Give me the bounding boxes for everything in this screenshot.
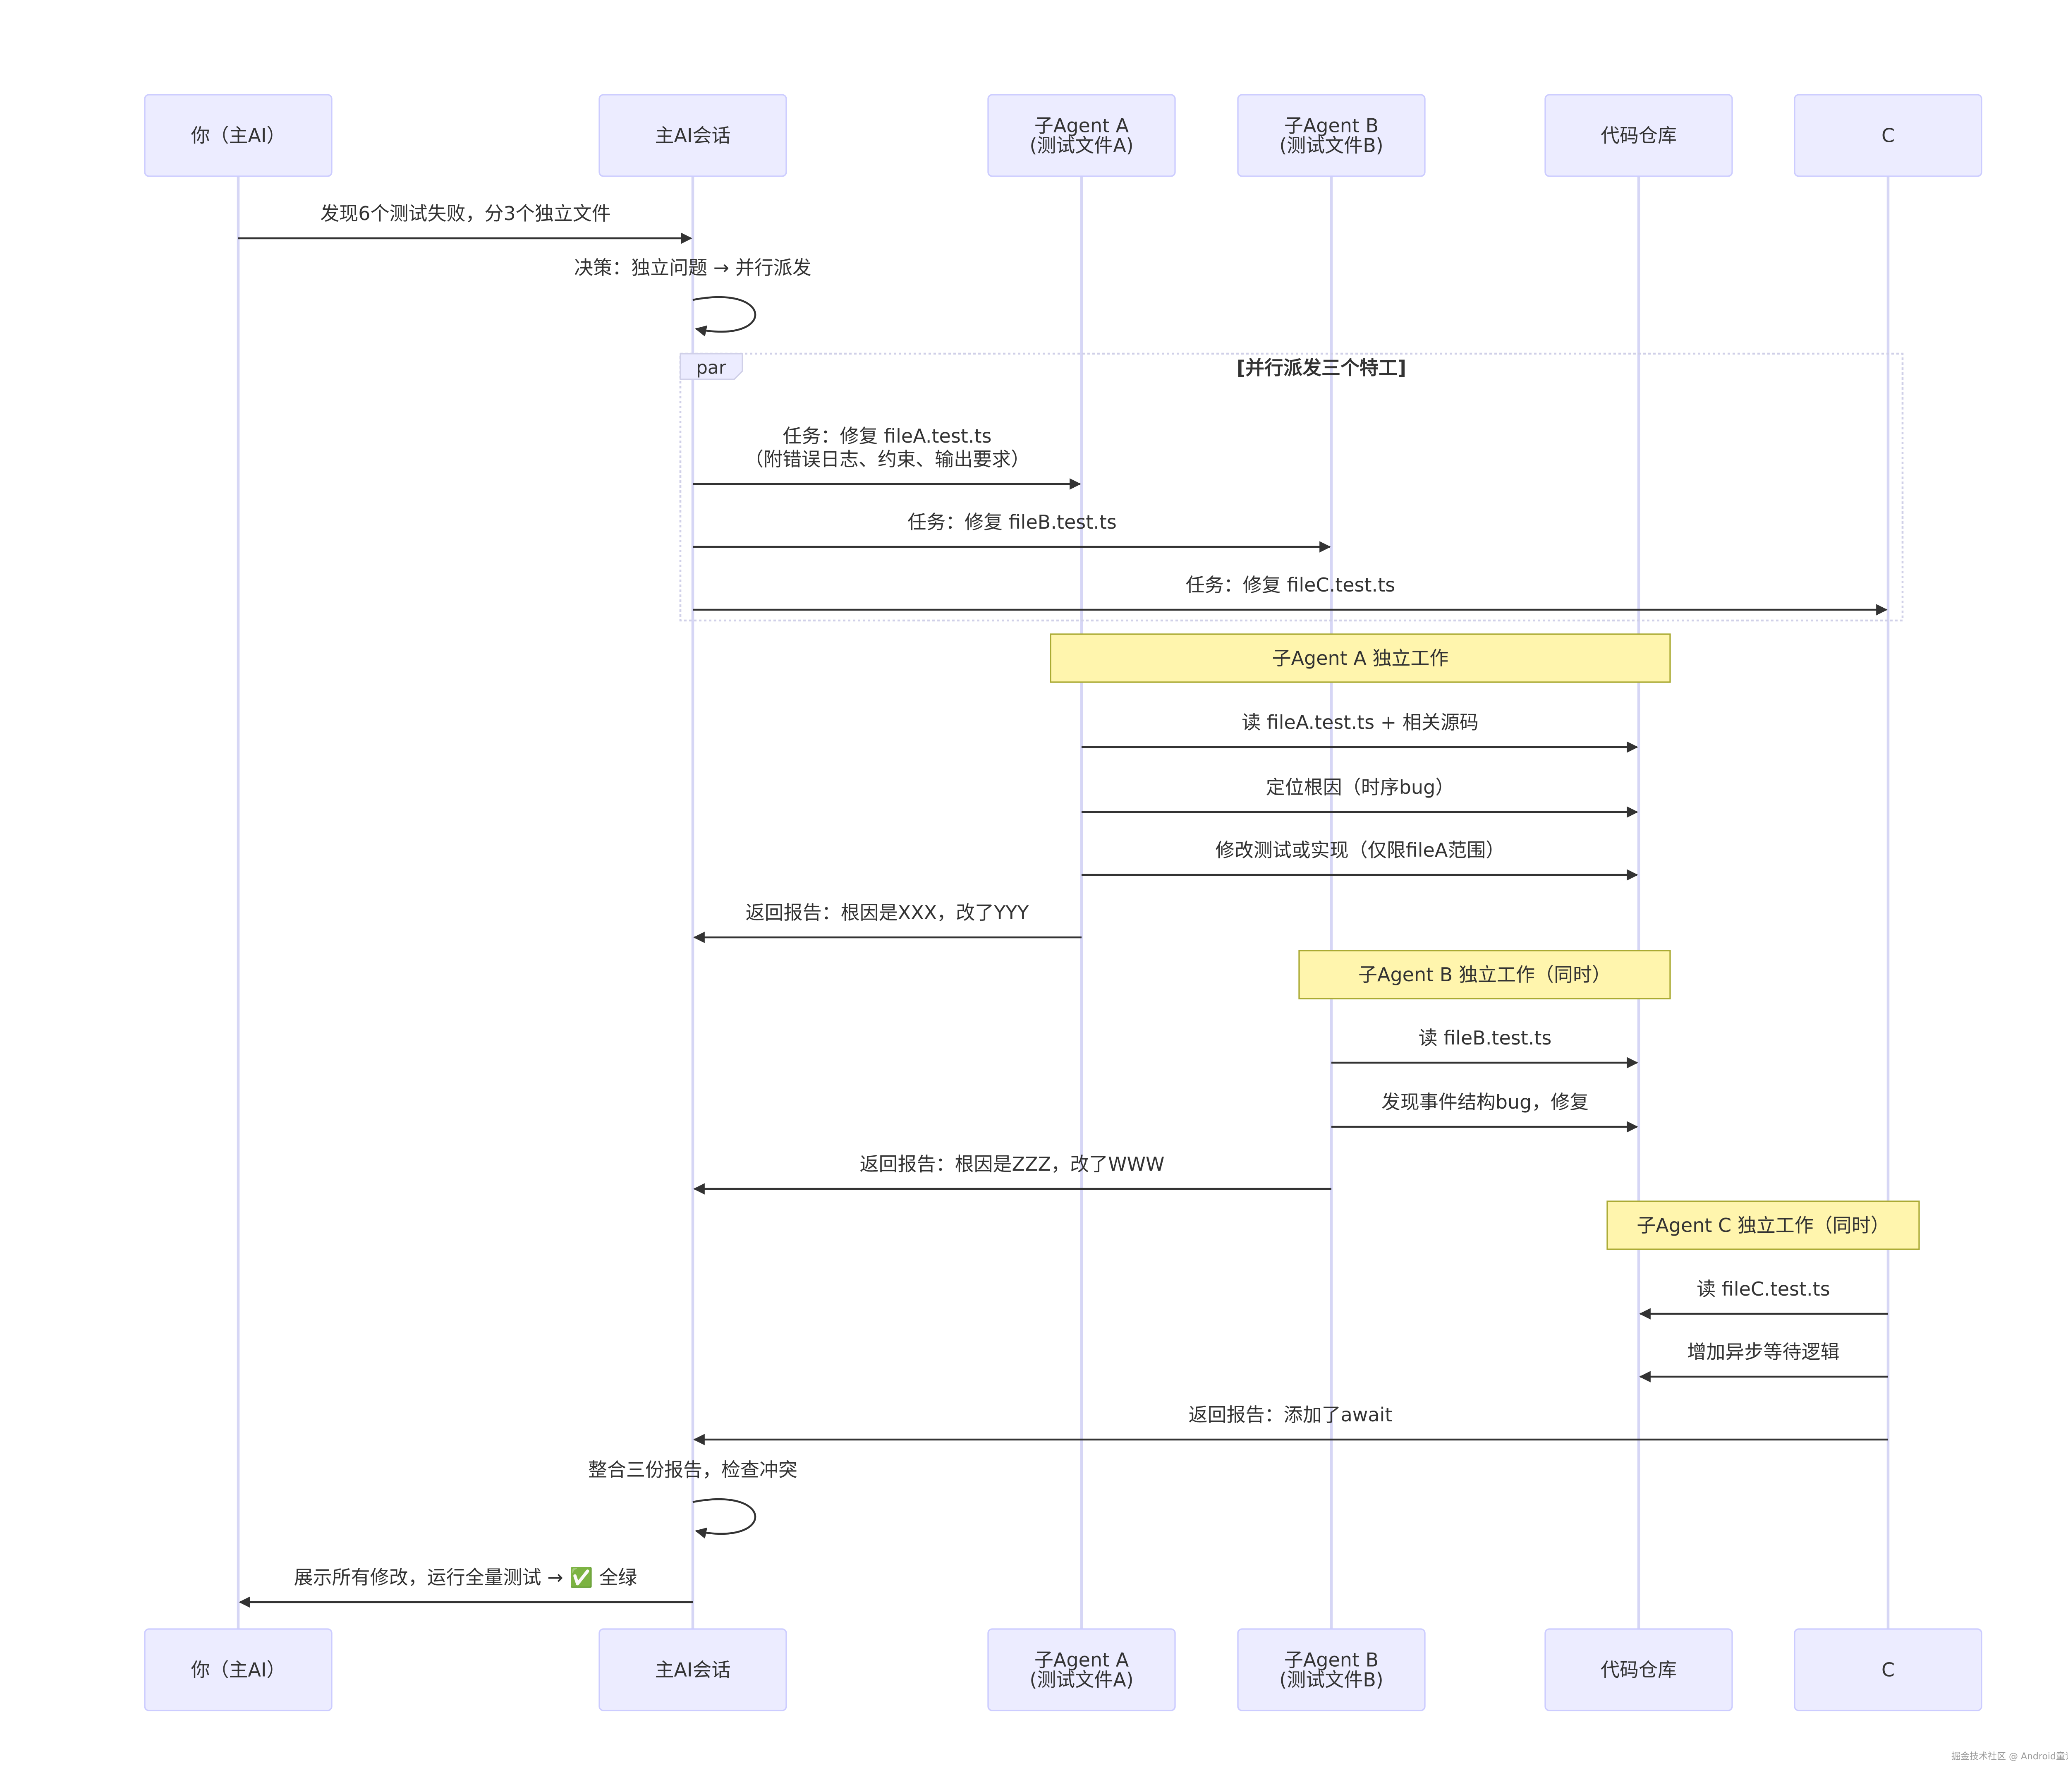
message-label: 返回报告：根因是XXX，改了YYY	[746, 901, 1029, 924]
message-1: 发现6个测试失败，分3个独立文件	[238, 202, 692, 244]
message-arrow	[692, 1498, 756, 1539]
check-icon: ✅	[569, 1566, 593, 1588]
watermark: 掘金技术社区 @ Android童话镇	[1951, 1751, 2068, 1762]
message-label: 定位根因（时序bug）	[1266, 776, 1455, 798]
message-label: （附错误日志、约束、输出要求）	[744, 448, 1030, 470]
actor-top-repo: 代码仓库	[1544, 94, 1733, 177]
actor-bottom-repo: 代码仓库	[1544, 1628, 1733, 1711]
actor-box	[1794, 94, 1982, 177]
message-label: 整合三份报告，检查冲突	[588, 1459, 797, 1481]
message-13: 读 fileC.test.ts	[1639, 1278, 1888, 1320]
actor-label: C	[1881, 125, 1895, 147]
actor-bottom-main: 主AI会话	[598, 1628, 787, 1711]
actor-bottom-you: 你（主AI）	[144, 1628, 333, 1711]
message-label: 发现6个测试失败，分3个独立文件	[320, 202, 611, 225]
note-text: 子Agent A 独立工作	[1272, 647, 1449, 669]
actor-label: 子Agent B	[1284, 1649, 1379, 1671]
message-label: 读 fileC.test.ts	[1697, 1278, 1830, 1300]
actor-bottom-c: C	[1794, 1628, 1982, 1711]
message-6: 读 fileA.test.ts + 相关源码	[1082, 711, 1638, 753]
actor-top-c: C	[1794, 94, 1982, 177]
frame-tag: par	[696, 357, 727, 379]
message-label: 读 fileA.test.ts + 相关源码	[1242, 711, 1479, 733]
note-3: 子Agent C 独立工作（同时）	[1606, 1200, 1920, 1250]
actor-label: 子Agent A	[1034, 1649, 1129, 1671]
message-4: 任务：修复 fileB.test.ts	[693, 511, 1331, 553]
message-label: 返回报告：根因是ZZZ，改了WWW	[860, 1153, 1165, 1175]
message-label: 增加异步等待逻辑	[1687, 1341, 1840, 1363]
actor-label: (测试文件B)	[1279, 134, 1383, 157]
actor-label: (测试文件B)	[1279, 1669, 1383, 1691]
note-text: 子Agent B 独立工作（同时）	[1358, 963, 1611, 986]
frame-label: [并行派发三个特工]	[1237, 357, 1406, 379]
actor-box	[144, 94, 333, 177]
message-16: 整合三份报告，检查冲突	[588, 1459, 797, 1539]
message-15: 返回报告：添加了await	[693, 1404, 1888, 1445]
actor-label: (测试文件A)	[1029, 134, 1133, 157]
frame-tag-box	[680, 353, 743, 380]
actor-label: 主AI会话	[655, 125, 730, 147]
frame-border	[679, 352, 1904, 622]
actor-top-agentB: 子Agent B(测试文件B)	[1237, 94, 1426, 177]
actor-box	[598, 1628, 787, 1711]
note-box	[1606, 1200, 1920, 1250]
actor-box	[987, 1628, 1176, 1711]
note-text: 子Agent C 独立工作（同时）	[1637, 1214, 1890, 1236]
actor-box	[1544, 1628, 1733, 1711]
message-label: 任务：修复 fileC.test.ts	[1186, 574, 1395, 596]
actor-bottom-agentA: 子Agent A(测试文件A)	[987, 1628, 1176, 1711]
actor-box	[144, 1628, 333, 1711]
message-5: 任务：修复 fileC.test.ts	[693, 574, 1888, 616]
message-label: 展示所有修改，运行全量测试 → ✅ 全绿	[294, 1566, 637, 1588]
message-label: 任务：修复 fileB.test.ts	[907, 511, 1117, 533]
message-label: 决策：独立问题 → 并行派发	[574, 256, 811, 279]
actor-label: 代码仓库	[1601, 1659, 1677, 1681]
actor-label: 你（主AI）	[191, 125, 285, 147]
message-label: 任务：修复 fileA.test.ts	[783, 425, 992, 447]
message-7: 定位根因（时序bug）	[1082, 776, 1638, 818]
message-2: 决策：独立问题 → 并行派发	[574, 256, 811, 337]
actor-top-agentA: 子Agent A(测试文件A)	[987, 94, 1176, 177]
actor-label: 代码仓库	[1601, 125, 1677, 147]
actor-top-you: 你（主AI）	[144, 94, 333, 177]
actor-box	[987, 94, 1176, 177]
message-14: 增加异步等待逻辑	[1639, 1341, 1888, 1382]
note-1: 子Agent A 独立工作	[1050, 633, 1671, 683]
message-17: 展示所有修改，运行全量测试 → ✅ 全绿	[239, 1566, 693, 1608]
message-arrow	[692, 296, 756, 337]
message-12: 返回报告：根因是ZZZ，改了WWW	[693, 1153, 1331, 1195]
actor-box	[598, 94, 787, 177]
actor-bottom-agentB: 子Agent B(测试文件B)	[1237, 1628, 1426, 1711]
message-9: 返回报告：根因是XXX，改了YYY	[693, 901, 1082, 943]
message-label: 发现事件结构bug，修复	[1381, 1091, 1589, 1113]
message-11: 发现事件结构bug，修复	[1331, 1091, 1638, 1133]
message-8: 修改测试或实现（仅限fileA范围）	[1082, 839, 1638, 881]
par-frame: par [并行派发三个特工]	[679, 352, 1904, 622]
message-label: 读 fileB.test.ts	[1419, 1027, 1552, 1049]
note-box	[1050, 633, 1671, 683]
actor-label: 子Agent A	[1034, 115, 1129, 137]
message-label: 修改测试或实现（仅限fileA范围）	[1216, 839, 1505, 861]
actor-box	[1237, 94, 1426, 177]
actor-box	[1237, 1628, 1426, 1711]
actor-label: C	[1881, 1659, 1895, 1681]
actor-label: 主AI会话	[655, 1659, 730, 1681]
actor-box	[1794, 1628, 1982, 1711]
note-2: 子Agent B 独立工作（同时）	[1298, 950, 1671, 999]
actor-label: 你（主AI）	[191, 1659, 285, 1681]
actor-label: (测试文件A)	[1029, 1669, 1133, 1691]
message-label: 返回报告：添加了await	[1189, 1404, 1393, 1426]
actor-top-main: 主AI会话	[598, 94, 787, 177]
message-10: 读 fileB.test.ts	[1331, 1027, 1638, 1068]
message-3: 任务：修复 fileA.test.ts（附错误日志、约束、输出要求）	[693, 425, 1081, 490]
actor-box	[1544, 94, 1733, 177]
actor-label: 子Agent B	[1284, 115, 1379, 137]
note-box	[1298, 950, 1671, 999]
